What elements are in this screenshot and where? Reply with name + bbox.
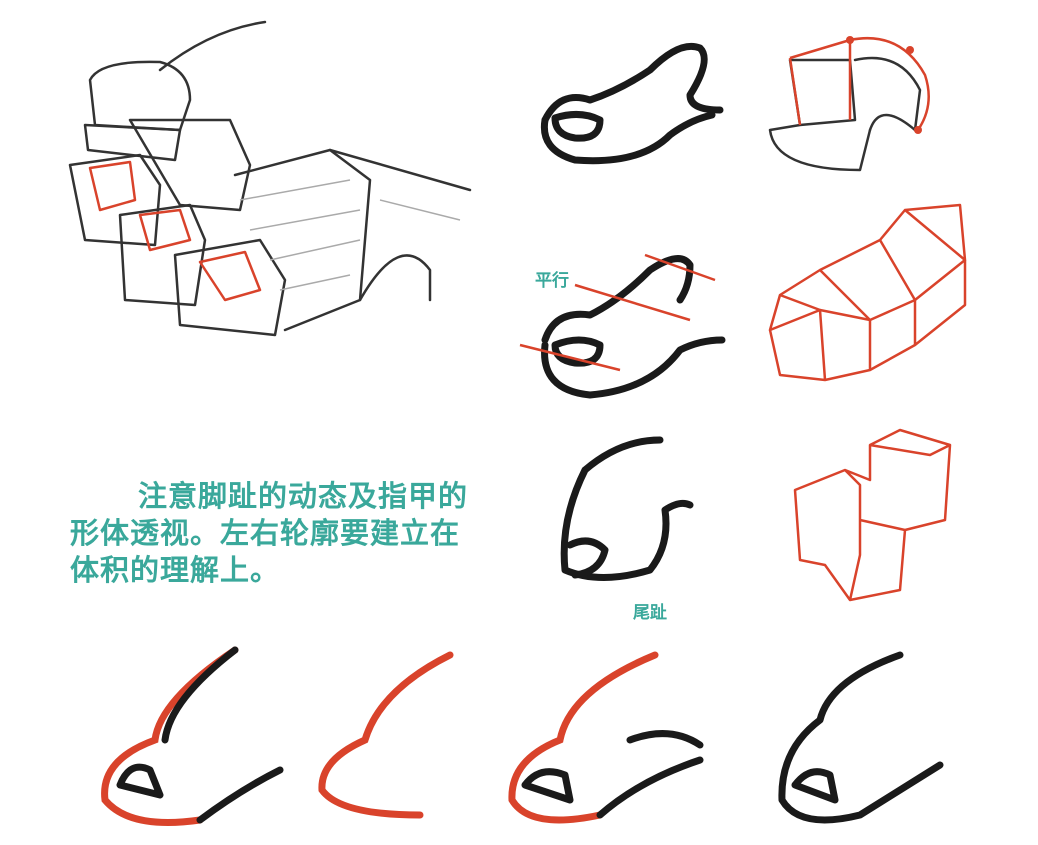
toe-block-sketch-red-arc <box>768 36 930 172</box>
pencil-toe-blocks-sketch <box>68 20 472 337</box>
little-toe-label: 尾趾 <box>633 603 667 623</box>
note-line-1: 注意脚趾的动态及指甲的 <box>138 479 469 513</box>
bottom-toe-4 <box>778 651 944 824</box>
note-line-3: 体积的理解上。 <box>70 553 281 587</box>
bottom-toe-1 <box>101 646 284 826</box>
red-block-toe-construction <box>768 203 967 382</box>
red-block-little-toe <box>793 428 952 602</box>
little-toe-drawing <box>560 436 694 581</box>
note-line-2: 形体透视。左右轮廓要建立在 <box>70 516 461 550</box>
bottom-toe-3 <box>508 651 704 824</box>
toe-parallel-lines <box>519 253 726 399</box>
toe-side-view-1 <box>540 42 724 165</box>
parallel-label: 平行 <box>535 271 569 291</box>
bottom-toe-2-outline <box>318 651 454 819</box>
instruction-note: 注意脚趾的动态及指甲的 形体透视。左右轮廓要建立在 体积的理解上。 <box>70 478 500 589</box>
